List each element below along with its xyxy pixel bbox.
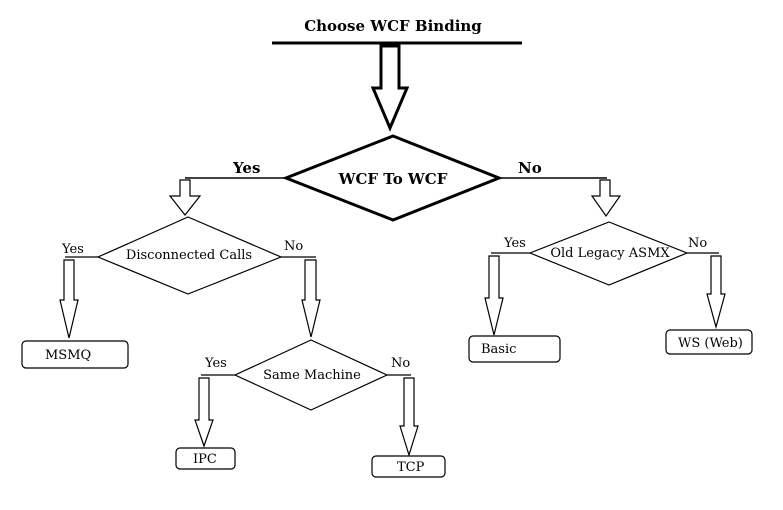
arrow-to-basic xyxy=(484,255,504,336)
arrow-to-ipc xyxy=(194,377,214,448)
arrow-to-msmq xyxy=(59,259,79,339)
branch-label-same-machine-no: No xyxy=(391,356,410,371)
title-down-arrow xyxy=(370,44,410,132)
decision-same-machine xyxy=(233,339,389,411)
outcome-ipc-label: IPC xyxy=(193,452,217,467)
branch-label-asmx-no: No xyxy=(688,236,707,251)
outcome-tcp xyxy=(371,455,446,478)
decision-disconnected-calls xyxy=(96,216,283,295)
branch-label-same-machine-yes: Yes xyxy=(204,356,227,371)
arrow-to-ws-web xyxy=(706,255,726,330)
outcome-msmq xyxy=(21,340,129,369)
branch-label-disconnected-no: No xyxy=(284,239,303,254)
outcome-ws-web-label: WS (Web) xyxy=(678,336,743,351)
outcome-tcp-label: TCP xyxy=(397,460,425,475)
branch-label-wcf-no: No xyxy=(518,159,542,177)
decision-old-legacy-asmx xyxy=(528,221,689,286)
decision-wcf-to-wcf-label: WCF To WCF xyxy=(338,170,448,188)
decision-old-legacy-asmx-label: Old Legacy ASMX xyxy=(550,246,670,261)
arrow-to-disconnected-calls xyxy=(168,179,202,216)
outcome-basic xyxy=(468,335,561,363)
branch-label-wcf-yes: Yes xyxy=(232,159,260,177)
diagram-title: Choose WCF Binding xyxy=(304,17,482,35)
arrow-to-old-legacy-asmx xyxy=(590,179,622,218)
arrow-to-tcp xyxy=(399,377,419,458)
decision-wcf-to-wcf xyxy=(281,134,504,222)
outcome-basic-label: Basic xyxy=(481,342,516,357)
decision-same-machine-label: Same Machine xyxy=(263,368,361,383)
decision-disconnected-calls-label: Disconnected Calls xyxy=(126,248,252,263)
outcome-ipc xyxy=(175,447,236,470)
outcome-msmq-label: MSMQ xyxy=(45,348,91,363)
branch-label-asmx-yes: Yes xyxy=(503,236,526,251)
outcome-ws-web xyxy=(665,329,753,355)
arrow-to-same-machine xyxy=(301,259,321,338)
branch-label-disconnected-yes: Yes xyxy=(61,242,84,257)
